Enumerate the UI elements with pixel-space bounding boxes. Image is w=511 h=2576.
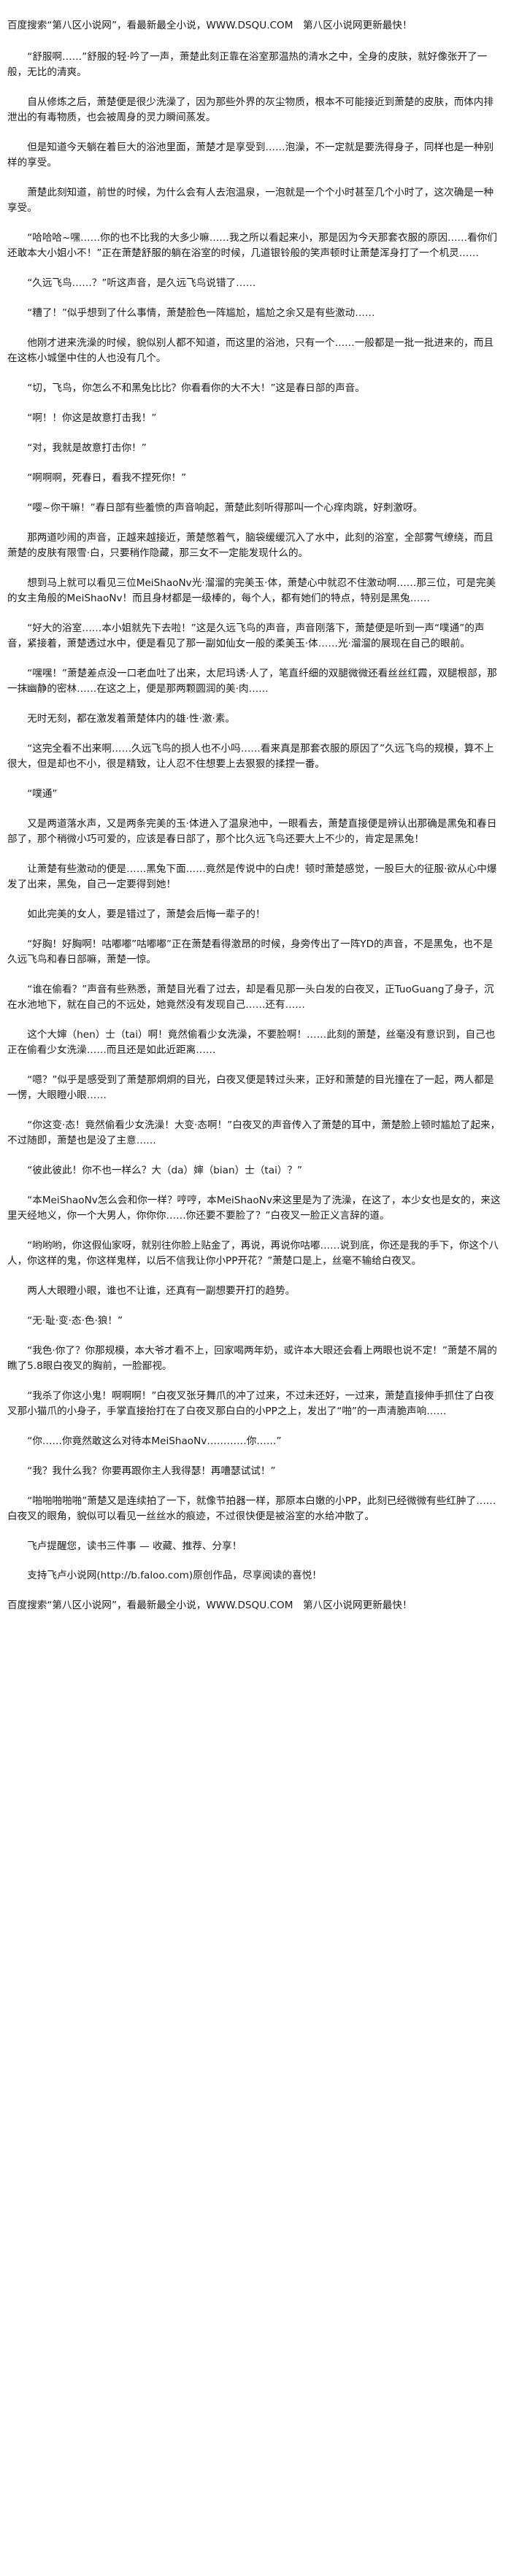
chapter-paragraph: “好胸！好胸啊！咕嘟嘟”咕嘟嘟”正在萧楚看得激昂的时候，身旁传出了一阵YD的声音…: [7, 938, 493, 965]
site-banner-bottom[interactable]: 百度搜索“第八区小说网”，看最新最全小说，WWW.DSQU.COM 第八区小说网…: [7, 1600, 412, 1611]
chapter-paragraph: “谁在偷看？”声音有些熟悉，萧楚目光看了过去，却是看见那一头白发的白夜叉，正Tu…: [7, 984, 494, 1011]
chapter-paragraph: “舒服啊……”舒服的轻·吟了一声，萧楚此刻正靠在浴室那温热的清水之中，全身的皮肤…: [7, 51, 488, 78]
chapter-paragraph: 想到马上就可以看见三位MeiShaoNv光·溜溜的完美玉·体，萧楚心中就忍不住激…: [7, 577, 496, 604]
chapter-paragraph: “无·耻·变·态·色·狼！”: [27, 1315, 123, 1327]
footer-note: 飞卢提醒您，读书三件事 — 收藏、推荐、分享！: [27, 1540, 242, 1552]
chapter-paragraph: “啪啪啪啪啪”萧楚又是连续拍了一下，就像节拍器一样，那原本白嫩的小PP，此刻已经…: [7, 1495, 496, 1522]
chapter-paragraph: “久远飞鸟……？”听这声音，是久远飞鸟说错了……: [27, 277, 256, 289]
chapter-paragraph: “噗通”: [27, 788, 58, 800]
chapter-paragraph: “嘿嘿！”萧楚差点没一口老血吐了出来，太尼玛诱·人了，笔直纤细的双腿微微还看丝丝…: [7, 668, 497, 695]
chapter-paragraph: “我杀了你这小鬼！啊啊啊！”白夜叉张牙舞爪的冲了过来，不过未还好，一过来，萧楚直…: [7, 1390, 494, 1417]
chapter-paragraph: “好大的浴室……本小姐就先下去啦！”这是久远飞鸟的声音，声音刚落下，萧楚便是听到…: [7, 622, 485, 649]
chapter-paragraph: “对，我就是故意打击你！”: [27, 442, 147, 454]
chapter-paragraph: 让萧楚有些激动的便是……黑兔下面……竟然是传说中的白虎！顿时萧楚感觉，一股巨大的…: [7, 863, 497, 890]
chapter-paragraph: “嘤~你干嘛！”春日部有些羞愤的声音响起，萧楚此刻听得那叫一个心痒肉跳，好刺激呀…: [27, 502, 423, 514]
chapter-paragraph: 那两道吵闹的声音，正越来越接近，萧楚憋着气，脑袋缓缓沉入了水中，此刻的浴室，全部…: [7, 532, 494, 559]
chapter-paragraph: “本MeiShaoNv怎么会和你一样？哼哼，本MeiShaoNv来这里是为了洗澡…: [7, 1195, 501, 1222]
chapter-paragraph: “我？我什么我？你要再跟你主人我得瑟！再嘈瑟试试！”: [27, 1465, 276, 1477]
chapter-paragraph: 又是两道落水声，又是两条完美的玉·体进入了温泉池中，一眼看去，萧楚直接便是辨认出…: [7, 818, 497, 845]
chapter-paragraph: 无时无刻，都在激发着萧楚体内的雄·性·激·素。: [27, 713, 236, 725]
chapter-paragraph: “啊啊啊，死春日，看我不捏死你！”: [27, 472, 187, 484]
chapter-paragraph: “你……你竟然敢这么对待本MeiShaoNv…………你……”: [27, 1435, 282, 1447]
chapter-paragraph: 但是知道今天躺在着巨大的浴池里面，萧楚才是享受到……泡澡，不一定就是要洗得身子，…: [7, 142, 494, 169]
chapter-paragraph: 萧楚此刻知道，前世的时候，为什么会有人去泡温泉，一泡就是一个个小时甚至几个小时了…: [7, 187, 494, 214]
site-banner-top[interactable]: 百度搜索“第八区小说网”，看最新最全小说，WWW.DSQU.COM 第八区小说网…: [7, 20, 412, 31]
chapter-body: “舒服啊……”舒服的轻·吟了一声，萧楚此刻正靠在浴室那温热的清水之中，全身的皮肤…: [7, 50, 501, 1524]
chapter-paragraph: 他刚才进来洗澡的时候，貌似别人都不知道，而这里的浴池，只有一个……一般都是一批一…: [7, 337, 494, 364]
chapter-paragraph: 自从修炼之后，萧楚便是很少洗澡了，因为那些外界的灰尘物质，根本不可能接近到萧楚的…: [7, 96, 494, 123]
chapter-paragraph: “切，飞鸟，你怎么不和黑兔比比？你看看你的大不大！”这是春日部的声音。: [27, 382, 365, 394]
chapter-paragraph: “嗯？”似乎是感受到了萧楚那炯炯的目光，白夜叉便是转过头来，正好和萧楚的目光撞在…: [7, 1074, 494, 1101]
chapter-paragraph: “哈哈哈~嘿……你的也不比我的大多少嘛……我之所以看起来小，那是因为今天那套衣服…: [7, 232, 497, 259]
chapter-paragraph: “彼此彼此！你不也一样么？大（da）婶（bian）士（tai）？”: [27, 1165, 303, 1176]
chapter-paragraph: “我色·你了？你那规模，本大爷才看不上，回家喝两年奶，或许本大眼还会看上两眼也说…: [7, 1345, 497, 1372]
chapter-paragraph: “哟哟哟，你这假仙家呀，就别往你脸上贴金了，再说，再说你咕嘟……说到底，你还是我…: [7, 1240, 499, 1267]
chapter-paragraph: 两人大眼瞪小眼，谁也不让谁，还真有一副想要开打的趋势。: [27, 1285, 296, 1297]
chapter-paragraph: “这完全看不出来啊……久远飞鸟的损人也不小吗……看来真是那套衣服的原因了”久远飞…: [7, 743, 494, 770]
chapter-paragraph: 这个大婶（hen）士（tai）啊！竟然偷看少女洗澡，不要脸啊！……此刻的萧楚，丝…: [7, 1029, 496, 1056]
chapter-footer: 飞卢提醒您，读书三件事 — 收藏、推荐、分享！ 支持飞卢小说网(http://b…: [7, 1539, 501, 1583]
support-line[interactable]: 支持飞卢小说网(http://b.faloo.com)原创作品，尽享阅读的喜悦！: [27, 1570, 322, 1581]
chapter-paragraph: “糟了！”似乎想到了什么事情，萧楚脸色一阵尴尬，尴尬之余又是有些激动……: [27, 307, 375, 319]
chapter-paragraph: “你这变·态！竟然偷看少女洗澡！大变·态啊！”白夜叉的声音传入了萧楚的耳中，萧楚…: [7, 1119, 501, 1146]
chapter-paragraph: 如此完美的女人，要是错过了，萧楚会后悔一辈子的！: [27, 909, 266, 920]
chapter-paragraph: “啊！！你这是故意打击我！”: [27, 412, 157, 424]
